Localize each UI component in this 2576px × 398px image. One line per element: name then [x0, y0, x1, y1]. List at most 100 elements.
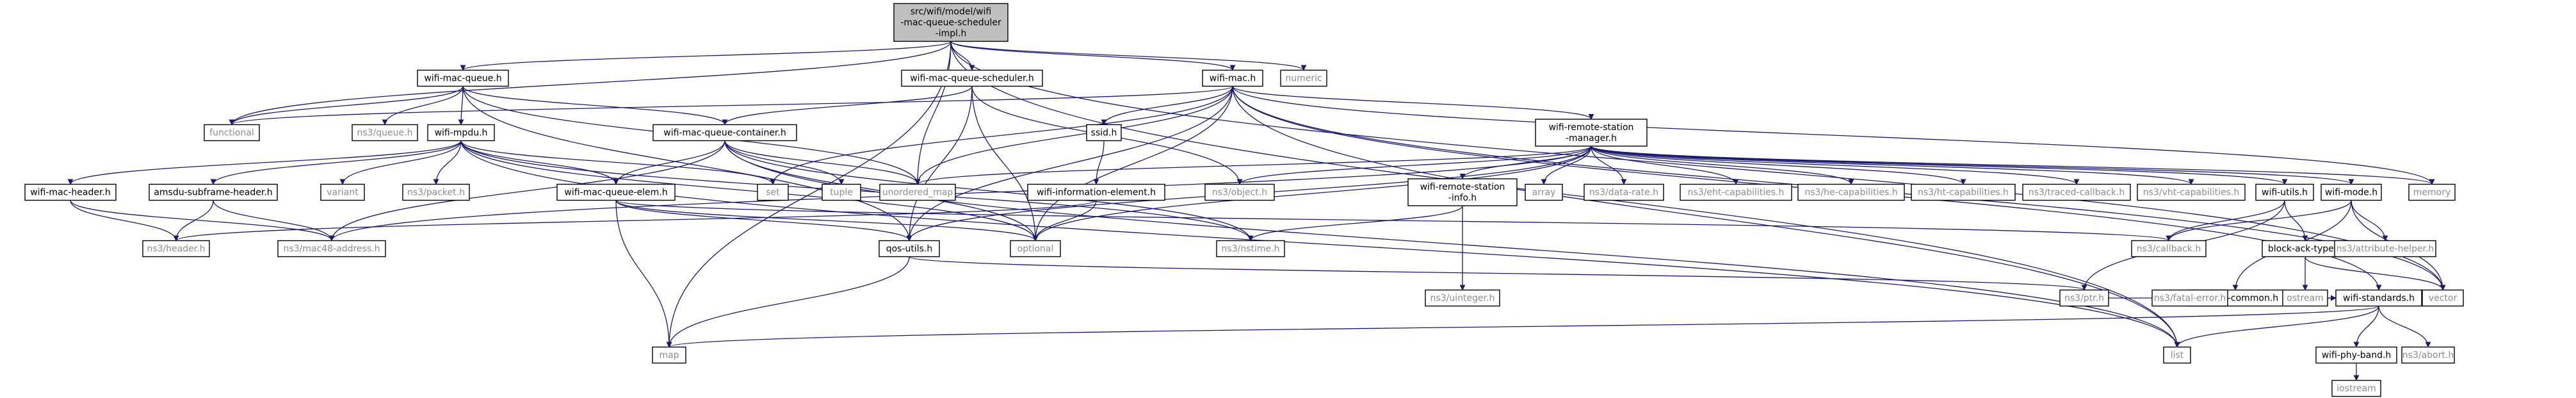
edge-wifi-mpdu-to-optional	[460, 140, 1039, 242]
edge-wifi-remote-station-manager-to-array	[1541, 145, 1592, 185]
edge-wifi-remote-station-manager-to-ns3-object	[1236, 145, 1592, 185]
node-box	[204, 124, 260, 142]
graph-node-ns3-ht-capabilities: ns3/ht-capabilities.h	[1911, 183, 2016, 201]
node-label: ns3/ht-capabilities.h	[1918, 188, 2009, 198]
node-label: wifi-information-element.h	[1037, 188, 1156, 198]
node-label: set	[766, 188, 780, 198]
edge-wifi-standards-to-map	[667, 305, 2379, 348]
edge-wifi-remote-station-manager-to-ns3-he-capabilities	[1591, 145, 1854, 185]
edge-root-to-functional	[229, 41, 952, 126]
graph-node-wifi-mode[interactable]: wifi-mode.h	[2321, 183, 2382, 201]
node-box	[879, 240, 940, 258]
edge-wifi-mac-queue-container-to-list	[724, 140, 2180, 348]
node-label: wifi-mac-queue-container.h	[663, 128, 786, 138]
graph-node-wifi-mac[interactable]: wifi-mac.h	[1202, 69, 1263, 87]
graph-node-numeric: numeric	[1280, 69, 1327, 87]
node-label: ns3/data-rate.h	[1589, 188, 1658, 198]
edge-root-to-unordered-map	[914, 41, 952, 185]
edge-qos-utils-to-map	[666, 256, 910, 348]
graph-node-ns3-mac48-address: ns3/mac48-address.h	[277, 240, 386, 258]
edge-wifi-remote-station-manager-to-ns3-eht-capabilities	[1591, 145, 1739, 185]
node-box	[652, 124, 797, 142]
node-label: ns3/he-capabilities.h	[1804, 188, 1897, 198]
graph-node-wifi-standards[interactable]: wifi-standards.h	[2335, 289, 2422, 307]
node-box	[2022, 183, 2131, 201]
edge-wifi-mac-queue-container-to-ns3-nstime	[724, 140, 1254, 242]
edge-wifi-standards-to-wifi-phy-band	[2353, 306, 2379, 348]
edge-wifi-mac-to-functional	[229, 85, 1233, 126]
edge-wifi-mpdu-to-ns3-packet	[433, 140, 462, 185]
node-label: ns3/vht-capabilities.h	[2143, 188, 2239, 198]
node-box	[2163, 346, 2191, 364]
edge-wifi-remote-station-manager-to-ns3-vht-capabilities	[1591, 145, 2194, 185]
edge-wifi-utils-to-ns3-callback	[2166, 200, 2285, 242]
node-box	[2262, 240, 2349, 258]
node-box	[556, 183, 676, 201]
edge-wifi-mode-to-ns3-attribute-helper	[2351, 200, 2388, 242]
edge-wifi-remote-station-manager-to-wifi-mode	[1591, 145, 2354, 185]
graph-node-wifi-mac-header[interactable]: wifi-mac-header.h	[24, 183, 117, 201]
edge-wifi-mac-queue-to-wifi-mpdu	[458, 86, 464, 126]
node-box	[1535, 119, 1648, 147]
node-label: list	[2171, 351, 2184, 361]
node-box	[2131, 240, 2207, 258]
graph-node-wifi-remote-station-manager[interactable]: wifi-remote-station-manager.h	[1535, 119, 1648, 147]
edge-wifi-mac-queue-to-wifi-mac-queue-container	[462, 86, 728, 126]
graph-node-ssid[interactable]: ssid.h	[1086, 124, 1122, 142]
edge-root-to-numeric	[950, 40, 1307, 71]
edge-root-to-map	[666, 41, 952, 348]
node-label: wifi-mac-queue-scheduler.h	[910, 74, 1034, 84]
node-label: wifi-phy-band.h	[2322, 351, 2392, 361]
node-box	[2422, 289, 2464, 307]
node-box	[2255, 183, 2314, 201]
node-label: wifi-mac.h	[1210, 74, 1256, 84]
node-label: ns3/attribute-helper.h	[2337, 244, 2434, 254]
graph-node-amsdu-subframe-header[interactable]: amsdu-subframe-header.h	[149, 183, 278, 201]
node-label: numeric	[1285, 74, 1322, 84]
graph-node-root[interactable]: src/wifi/model/wifi-mac-queue-scheduler-…	[893, 3, 1009, 42]
graph-node-ns3-queue: ns3/queue.h	[352, 124, 418, 142]
graph-node-qos-utils[interactable]: qos-utils.h	[879, 240, 940, 258]
edge-wifi-remote-station-manager-to-ns3-ht-capabilities	[1591, 145, 1966, 185]
edge-wifi-mac-queue-container-to-unordered-map	[724, 140, 921, 185]
edge-wifi-standards-to-list	[2174, 306, 2379, 348]
edge-wifi-mac-queue-container-to-wifi-mac-queue-elem	[613, 140, 725, 185]
edge-ssid-to-wifi-information-element	[1093, 140, 1105, 185]
graph-node-array: array	[1525, 183, 1563, 201]
edge-wifi-utils-to-block-ack-type	[2284, 200, 2308, 242]
graph-node-wifi-mac-queue[interactable]: wifi-mac-queue.h	[417, 69, 509, 87]
node-label: ns3/nstime.h	[1222, 244, 1280, 254]
graph-node-wifi-mac-queue-container[interactable]: wifi-mac-queue-container.h	[652, 124, 797, 142]
graph-node-wifi-mac-queue-scheduler[interactable]: wifi-mac-queue-scheduler.h	[901, 69, 1043, 87]
node-label: ns3/callback.h	[2137, 244, 2201, 254]
graph-node-wifi-mpdu[interactable]: wifi-mpdu.h	[427, 124, 495, 142]
node-label: qos-utils.h	[886, 244, 933, 254]
node-layer: src/wifi/model/wifi-mac-queue-scheduler-…	[24, 3, 2464, 397]
edge-wifi-mac-queue-container-to-ns3-mac48-address	[328, 140, 725, 242]
node-box	[2334, 240, 2436, 258]
graph-node-wifi-information-element[interactable]: wifi-information-element.h	[1027, 183, 1165, 201]
node-label: -mac-queue-scheduler	[900, 18, 1001, 28]
edge-wifi-mac-queue-to-functional	[229, 86, 464, 126]
graph-node-wifi-phy-band[interactable]: wifi-phy-band.h	[2315, 346, 2397, 364]
node-label: unordered_map	[882, 188, 953, 198]
edge-amsdu-subframe-header-to-ns3-header	[173, 200, 214, 242]
edge-wifi-mac-to-wifi-remote-station-manager	[1232, 85, 1594, 120]
edge-wifi-information-element-to-optional	[1032, 200, 1097, 242]
node-box	[320, 183, 365, 201]
node-box	[1202, 69, 1263, 87]
node-label: wifi-mode.h	[2325, 188, 2378, 198]
graph-node-wifi-mac-queue-elem[interactable]: wifi-mac-queue-elem.h	[556, 183, 676, 201]
graph-node-wifi-remote-station-info[interactable]: wifi-remote-station-info.h	[1407, 178, 1518, 206]
edge-amsdu-subframe-header-to-ns3-mac48-address	[213, 200, 335, 242]
node-box	[652, 346, 686, 364]
node-box	[1280, 69, 1327, 87]
graph-node-block-ack-type[interactable]: block-ack-type.h	[2262, 240, 2349, 258]
graph-node-wifi-utils[interactable]: wifi-utils.h	[2255, 183, 2314, 201]
node-box	[1086, 124, 1122, 142]
graph-node-ns3-callback: ns3/callback.h	[2131, 240, 2207, 258]
node-label: ns3/header.h	[147, 244, 205, 254]
node-box	[142, 240, 210, 258]
node-label: wifi-mpdu.h	[435, 128, 488, 138]
